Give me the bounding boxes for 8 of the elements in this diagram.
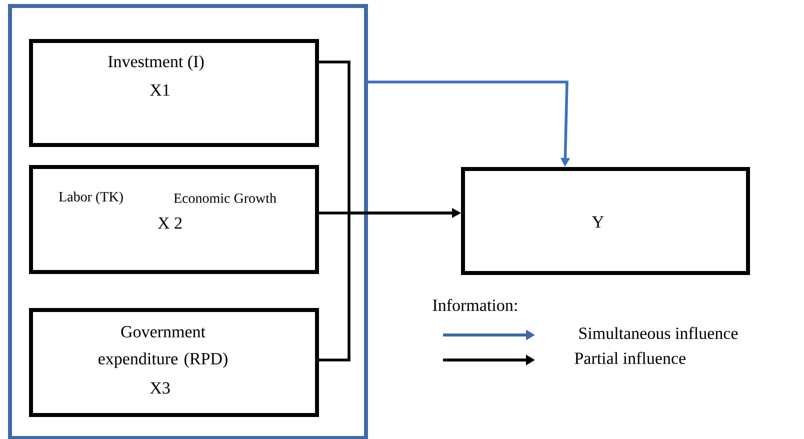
process-box: Labor (TK) Economic Growth X 2	[29, 165, 319, 274]
group-box	[8, 4, 368, 439]
process-box: Investment (I) X1	[29, 39, 319, 147]
legend-text: Simultaneous influence	[579, 326, 738, 340]
legend-text: Partial influence	[574, 352, 686, 364]
legend-heading: Information:	[432, 298, 517, 312]
process-box: Y	[461, 167, 750, 275]
process-box: Government expenditure (RPD) X3	[29, 308, 319, 417]
